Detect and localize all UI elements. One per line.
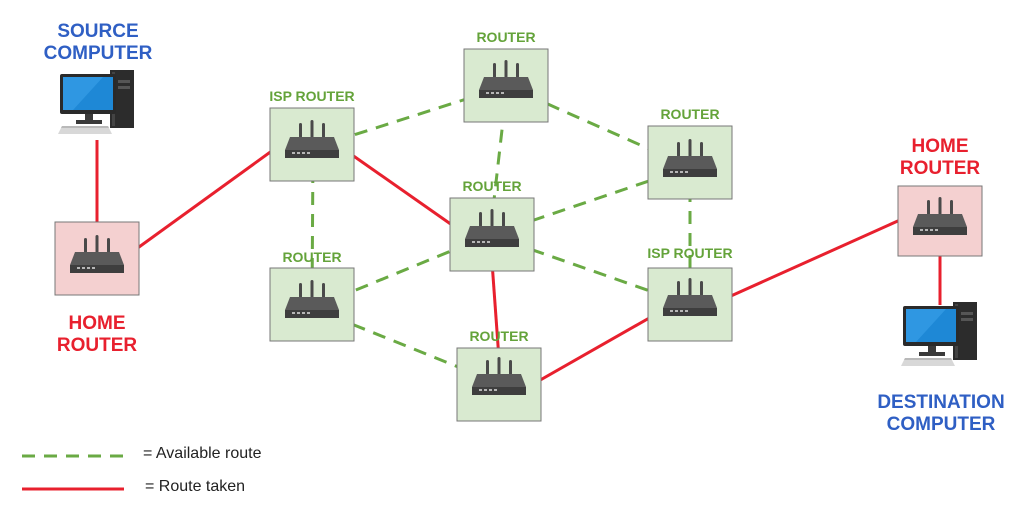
home-router-label-line-1: HOME [68, 313, 126, 334]
legend-taken-text: = Route taken [145, 478, 246, 495]
route-taken [534, 311, 659, 385]
destination-label-line-2: COMPUTER [886, 413, 996, 435]
source-label-line-2: COMPUTER [43, 42, 153, 64]
home-router-label-line-2: ROUTER [56, 334, 138, 356]
router-top-label: ROUTER [476, 29, 536, 45]
source-label-line-1: SOURCE [57, 21, 139, 42]
router-bottom-label: ROUTER [469, 328, 529, 344]
destination-label-line-1: DESTINATION [877, 392, 1005, 413]
destination-computer-icon [901, 302, 977, 366]
destination-computer-label: DESTINATION COMPUTER [858, 392, 1024, 436]
source-computer-label: SOURCE COMPUTER [40, 21, 156, 65]
isp-router-left-label: ISP ROUTER [269, 88, 355, 104]
route-taken [127, 143, 281, 257]
home-router-label-line-2: ROUTER [899, 157, 981, 179]
router-left-bottom-label: ROUTER [282, 249, 342, 265]
route-taken [344, 148, 463, 234]
legend-available-text: = Available route [143, 445, 262, 462]
home-router-source-label: HOME ROUTER [50, 313, 144, 357]
route-taken [721, 218, 901, 302]
home-router-destination-label: HOME ROUTER [890, 136, 990, 180]
router-right-top-label: ROUTER [660, 106, 720, 122]
router-center-label: ROUTER [462, 178, 522, 194]
source-computer-icon [58, 70, 134, 134]
isp-router-right-label: ISP ROUTER [647, 245, 733, 261]
home-router-label-line-1: HOME [911, 136, 969, 157]
